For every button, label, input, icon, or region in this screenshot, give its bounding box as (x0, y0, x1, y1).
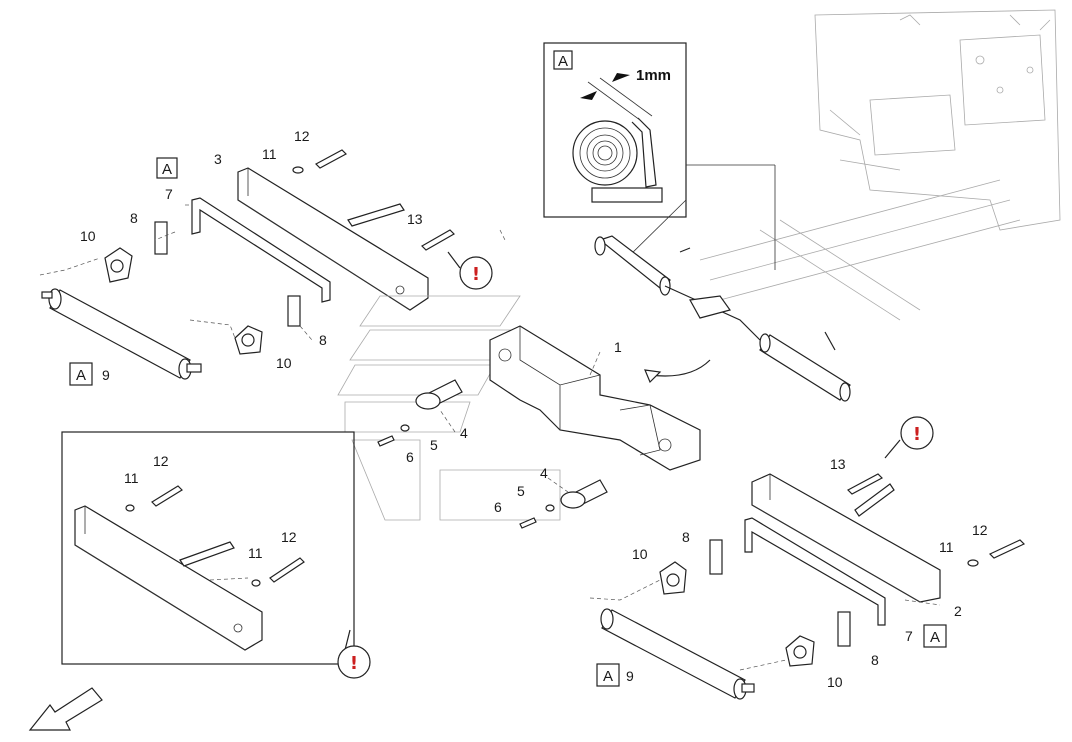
callout-12: 12 (972, 522, 988, 538)
detail-a-inset: A 1mm (543, 42, 776, 270)
callout-7: 7 (165, 186, 173, 202)
callout-13: 13 (830, 456, 846, 472)
callout-2: 2 (954, 603, 962, 619)
callout-11: 11 (248, 545, 263, 561)
callout-6: 6 (406, 449, 414, 465)
detail-ref-label: A (923, 624, 947, 648)
callout-12: 12 (281, 529, 297, 545)
gap-arrow-left (580, 91, 597, 100)
machine-frame-ghost (699, 9, 1061, 321)
svg-text:A: A (930, 629, 940, 646)
callout-9: 9 (102, 367, 110, 383)
callout-12: 12 (294, 128, 310, 144)
central-frame-assembly (337, 229, 711, 529)
svg-text:!: ! (913, 424, 921, 445)
callout-7: 7 (905, 628, 913, 644)
callout-10: 10 (276, 355, 292, 371)
svg-text:!: ! (472, 264, 480, 285)
callout-5: 5 (430, 437, 438, 453)
rotation-arrow-icon (649, 359, 711, 377)
warning-icon: ! (447, 251, 493, 290)
left-upper-assembly (39, 149, 455, 380)
svg-text:A: A (162, 161, 172, 178)
callout-3: 3 (214, 151, 222, 167)
left-variant-inset (61, 431, 355, 665)
callout-8: 8 (319, 332, 327, 348)
callout-10: 10 (827, 674, 843, 690)
callout-9: 9 (626, 668, 634, 684)
svg-text:A: A (76, 367, 86, 384)
callout-11: 11 (124, 470, 139, 486)
callout-8: 8 (871, 652, 879, 668)
callout-8: 8 (682, 529, 690, 545)
callout-1: 1 (614, 339, 622, 355)
callout-10: 10 (80, 228, 96, 244)
right-roller-assembly (594, 235, 851, 402)
callout-13: 13 (407, 211, 423, 227)
callout-11: 11 (939, 539, 954, 555)
gap-arrow-right (612, 73, 630, 82)
callout-4: 4 (540, 465, 548, 481)
callout-5: 5 (517, 483, 525, 499)
warning-icon: ! (337, 629, 371, 679)
callout-11: 11 (262, 146, 277, 162)
detail-ref-label: A (156, 157, 178, 179)
direction-arrow-icon (28, 687, 103, 731)
callout-10: 10 (632, 546, 648, 562)
callout-6: 6 (494, 499, 502, 515)
warning-icon: ! (884, 416, 934, 459)
right-lower-assembly (589, 473, 1026, 700)
detail-ref-label: A (596, 663, 620, 687)
gap-measurement: 1mm (636, 67, 671, 84)
callout-8: 8 (130, 210, 138, 226)
callout-12: 12 (153, 453, 169, 469)
svg-text:!: ! (350, 653, 358, 674)
detail-a-label: A (558, 53, 568, 70)
svg-text:A: A (603, 668, 613, 685)
callout-4: 4 (460, 425, 468, 441)
detail-ref-label: A (69, 362, 93, 386)
